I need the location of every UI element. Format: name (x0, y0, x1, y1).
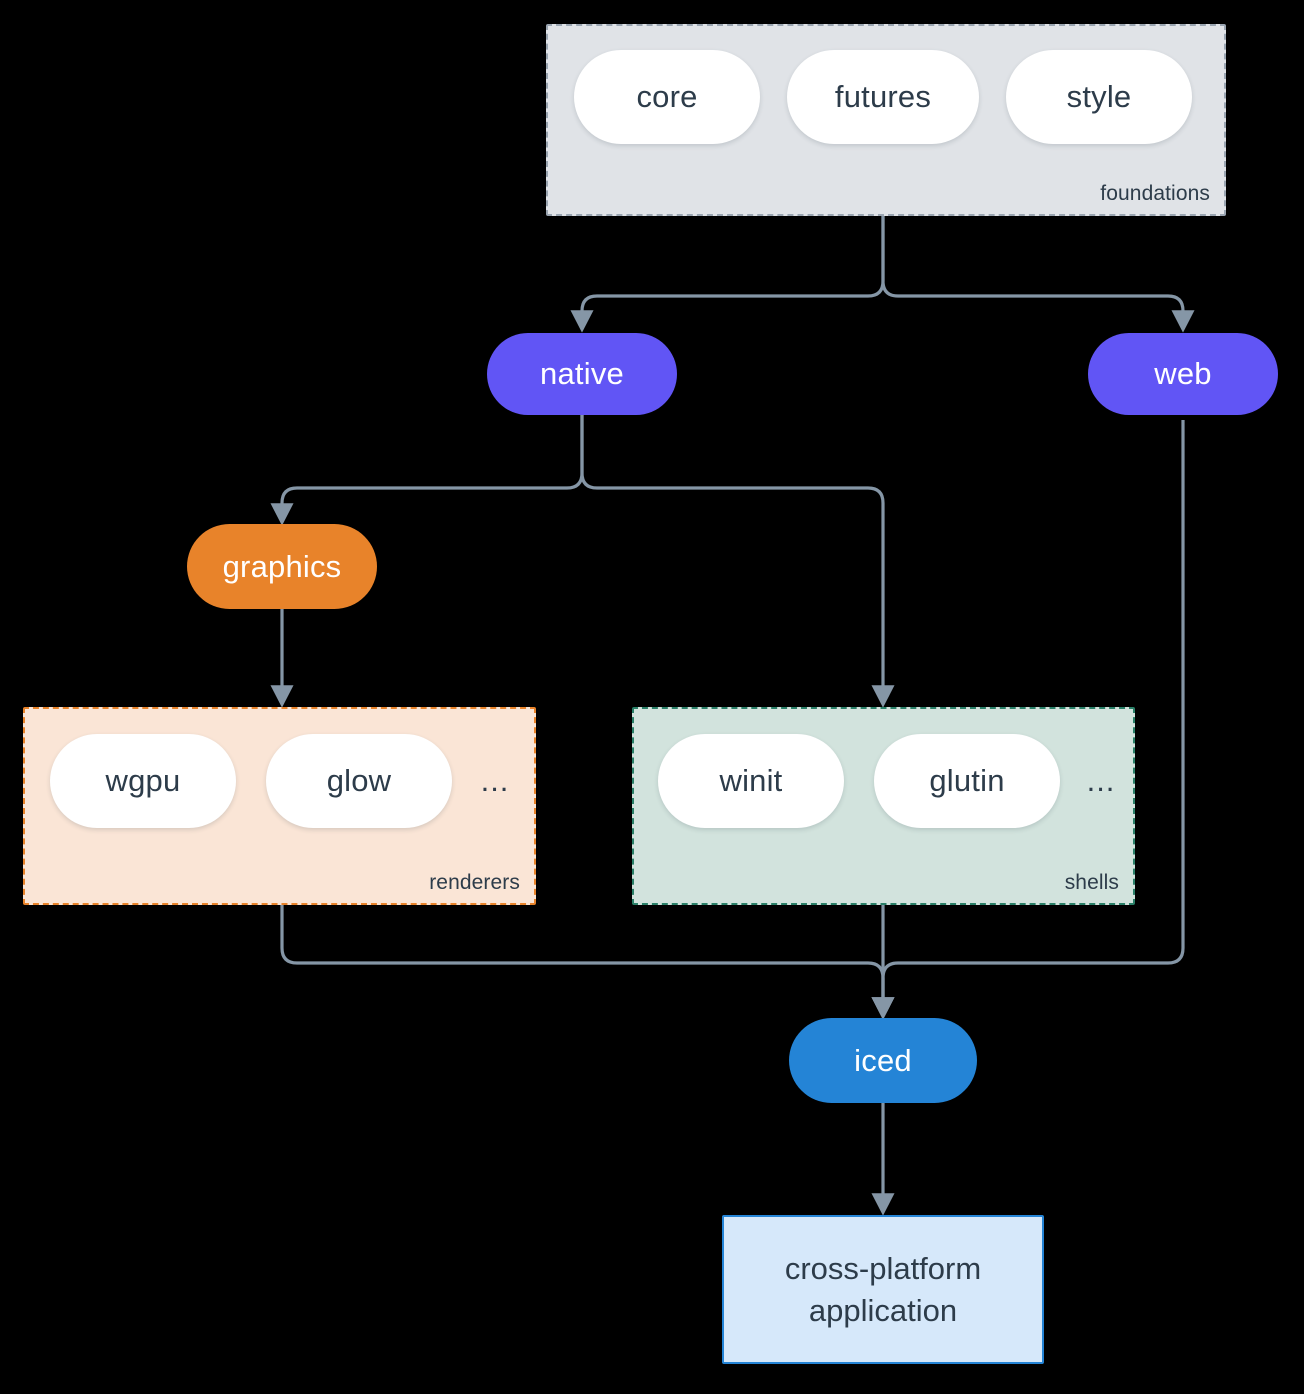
node-style[interactable]: style (1006, 50, 1192, 144)
cluster-foundations-label: foundations (1100, 182, 1210, 205)
edge-native-shells (580, 415, 895, 708)
node-shells-more: ... (1076, 734, 1126, 828)
edge-foundations-web (881, 216, 1195, 333)
node-renderers-more: ... (470, 734, 520, 828)
node-web-label: web (1154, 356, 1212, 391)
node-glow-label: glow (326, 763, 392, 798)
edge-renderers-iced (280, 905, 895, 1020)
node-renderers-more-label: ... (480, 763, 510, 798)
node-futures[interactable]: futures (787, 50, 979, 144)
node-graphics-label: graphics (222, 548, 342, 584)
edge-foundations-native (570, 216, 885, 333)
node-glutin[interactable]: glutin (874, 734, 1060, 828)
node-iced[interactable]: iced (789, 1018, 977, 1103)
cluster-shells-label: shells (1064, 871, 1119, 894)
node-futures-label: futures (834, 79, 932, 114)
node-application-label-line1: cross-platform (784, 1250, 982, 1286)
node-wgpu-label: wgpu (105, 763, 181, 798)
node-winit-label: winit (719, 763, 783, 798)
node-glow[interactable]: glow (266, 734, 452, 828)
node-core[interactable]: core (574, 50, 760, 144)
node-graphics[interactable]: graphics (187, 524, 377, 609)
node-application-label-line2: application (808, 1292, 958, 1328)
edge-native-graphics (270, 415, 584, 526)
node-iced-label: iced (854, 1042, 912, 1078)
node-application[interactable]: cross-platform application (722, 1215, 1044, 1364)
node-glutin-label: glutin (929, 763, 1005, 798)
node-core-label: core (636, 79, 698, 114)
cluster-renderers-label: renderers (429, 871, 520, 894)
node-wgpu[interactable]: wgpu (50, 734, 236, 828)
node-native[interactable]: native (487, 333, 677, 415)
node-style-label: style (1066, 79, 1132, 114)
node-winit[interactable]: winit (658, 734, 844, 828)
node-native-label: native (540, 356, 624, 391)
node-shells-more-label: ... (1086, 763, 1116, 798)
node-web[interactable]: web (1088, 333, 1278, 415)
